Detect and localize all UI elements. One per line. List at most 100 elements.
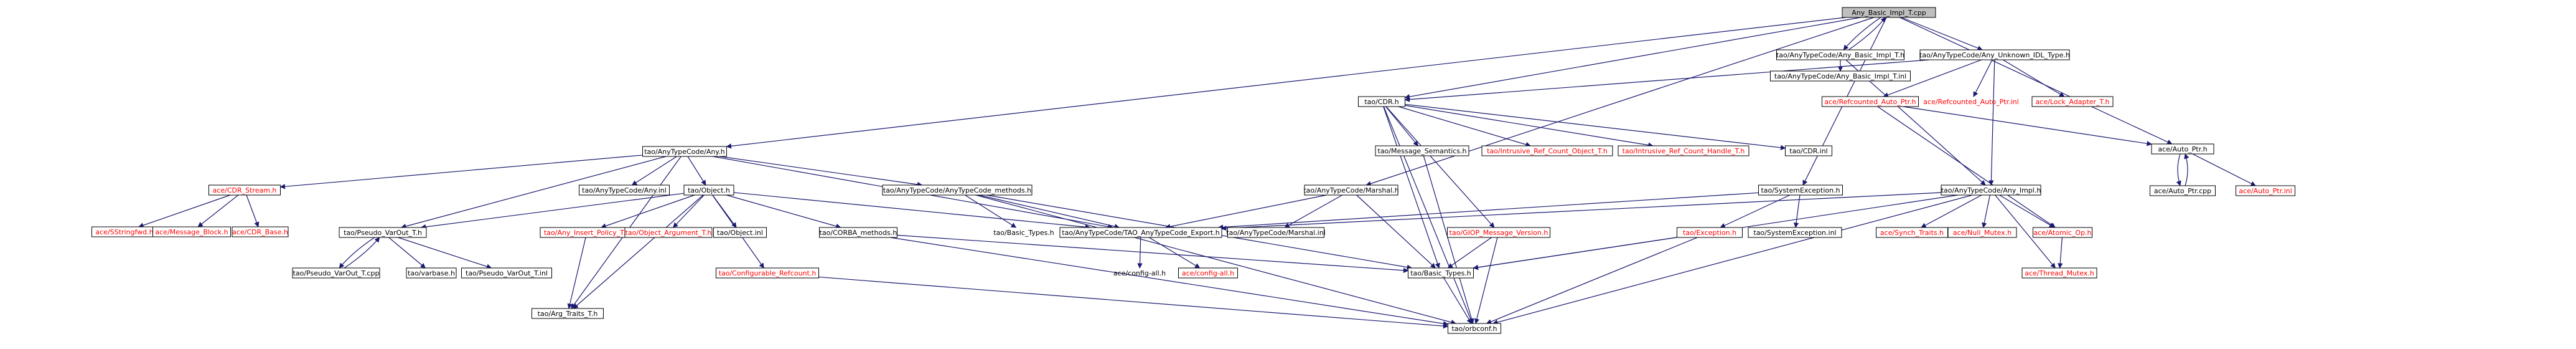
node-pseudo_varout_h[interactable]: tao/Pseudo_VarOut_T.h bbox=[339, 227, 427, 238]
edge-cdr_h-to-message_semantics bbox=[1385, 106, 1418, 146]
node-basic_impl_inl[interactable]: tao/AnyTypeCode/Any_Basic_Impl_T.inl bbox=[1770, 70, 1911, 82]
node-box-basic_types bbox=[1408, 267, 1474, 279]
edge-methods_h-to-typecode_export bbox=[978, 194, 1120, 229]
node-any_impl[interactable]: tao/AnyTypeCode/Any_Impl.h bbox=[1941, 184, 2041, 196]
node-object_inl[interactable]: tao/Object.inl bbox=[713, 227, 767, 238]
node-config_all_red[interactable]: ace/config-all.h bbox=[1178, 267, 1238, 279]
edge-giop_version-to-basic_types bbox=[1447, 237, 1492, 269]
node-corba_methods[interactable]: tao/CORBA_methods.h bbox=[819, 227, 897, 238]
node-basic_types[interactable]: tao/Basic_Types.h bbox=[1408, 267, 1474, 279]
edge-methods_h-to-orbconf bbox=[975, 194, 1456, 325]
edges-layer bbox=[138, 17, 2256, 329]
node-object_argument[interactable]: tao/Object_Argument_T.h bbox=[624, 227, 713, 238]
node-label-object_inl: tao/Object.inl bbox=[717, 229, 763, 237]
edge-cdr_h-to-intrusive_count_handle bbox=[1405, 105, 1654, 148]
edge-cdr_h-to-giop_version bbox=[1385, 106, 1495, 228]
node-label-pseudo_varout_h: tao/Pseudo_VarOut_T.h bbox=[344, 229, 422, 237]
node-arg_traits[interactable]: tao/Arg_Traits_T.h bbox=[532, 308, 604, 319]
edge-any_h-to-object_h bbox=[687, 156, 706, 186]
node-cdr_inl[interactable]: tao/CDR.inl bbox=[1785, 145, 1832, 156]
edge-root-to-unknown_idl bbox=[1901, 17, 1983, 51]
edge-message_semantics-to-orbconf bbox=[1423, 155, 1474, 324]
edge-marshal_h-to-marshal_inl bbox=[1284, 194, 1343, 228]
edge-any_h-to-cdr_stream bbox=[279, 155, 643, 189]
node-box-methods_h bbox=[882, 184, 1033, 196]
node-message_block[interactable]: ace/Message_Block.h bbox=[152, 226, 231, 237]
node-sstringfwd[interactable]: ace/SStringfwd.h bbox=[91, 226, 157, 237]
edge-any_impl-to-null_mutex bbox=[1982, 194, 1990, 228]
node-label-pseudo_varout_cpp: tao/Pseudo_VarOut_T.cpp bbox=[293, 269, 380, 277]
node-system_exception_h[interactable]: tao/SystemException.h bbox=[1758, 184, 1843, 196]
node-cdr_h[interactable]: tao/CDR.h bbox=[1358, 96, 1405, 107]
node-message_semantics[interactable]: tao/Message_Semantics.h bbox=[1375, 145, 1469, 156]
edge-atomic_op-to-thread_mutex bbox=[2058, 237, 2063, 269]
node-synch_traits[interactable]: ace/Synch_Traits.h bbox=[1876, 227, 1948, 238]
node-null_mutex[interactable]: ace/Null_Mutex.h bbox=[1947, 227, 2017, 238]
node-box-cdr_inl bbox=[1785, 145, 1832, 156]
node-box-basic_impl_h bbox=[1776, 49, 1904, 60]
edge-cdr_stream-to-message_block bbox=[197, 194, 239, 227]
node-any_insert_policy[interactable]: tao/Any_Insert_Policy_T.h bbox=[540, 227, 634, 238]
edge-system_exception_h-to-exception_h bbox=[1720, 194, 1791, 228]
edge-pseudo_varout_h-to-pseudo_varout_cpp bbox=[339, 237, 375, 269]
node-varbase[interactable]: tao/varbase.h bbox=[406, 267, 457, 279]
node-label-unknown_idl: tao/AnyTypeCode/Any_Unknown_IDL_Type.h bbox=[1919, 51, 2070, 59]
node-label-typecode_export: tao/AnyTypeCode/TAO_AnyTypeCode_Export.h bbox=[1062, 229, 1219, 237]
node-refcounted_auto_ptr_inl[interactable]: ace/Refcounted_Auto_Ptr.inl bbox=[1923, 98, 2018, 106]
node-auto_ptr_h[interactable]: ace/Auto_Ptr.h bbox=[2151, 143, 2214, 155]
node-lock_adapter[interactable]: ace/Lock_Adapter_T.h bbox=[2031, 96, 2114, 107]
node-any_h[interactable]: tao/AnyTypeCode/Any.h bbox=[642, 146, 727, 157]
edge-typecode_export-to-config_all_plain bbox=[1137, 237, 1143, 269]
node-label-giop_version: tao/GIOP_Message_Version.h bbox=[1450, 229, 1548, 237]
node-box-atomic_op bbox=[2033, 227, 2092, 238]
node-label-basic_types: tao/Basic_Types.h bbox=[1410, 269, 1471, 277]
node-auto_ptr_cpp[interactable]: ace/Auto_Ptr.cpp bbox=[2150, 185, 2216, 196]
node-label-basic_types_plain: tao/Basic_Types.h bbox=[993, 229, 1054, 237]
node-label-thread_mutex: ace/Thread_Mutex.h bbox=[2025, 269, 2094, 277]
node-label-refcounted_auto_ptr_inl: ace/Refcounted_Auto_Ptr.inl bbox=[1923, 98, 2018, 106]
node-box-orbconf bbox=[1448, 323, 1501, 334]
node-thread_mutex[interactable]: ace/Thread_Mutex.h bbox=[2021, 267, 2097, 279]
node-methods_h[interactable]: tao/AnyTypeCode/AnyTypeCode_methods.h bbox=[882, 184, 1033, 196]
node-orbconf[interactable]: tao/orbconf.h bbox=[1448, 323, 1501, 334]
node-pseudo_varout_cpp[interactable]: tao/Pseudo_VarOut_T.cpp bbox=[292, 267, 380, 279]
edge-object_h-to-corba_methods bbox=[726, 194, 841, 229]
node-system_exception_inl[interactable]: tao/SystemException.inl bbox=[1748, 227, 1842, 238]
node-marshal_h[interactable]: tao/AnyTypeCode/Marshal.h bbox=[1303, 184, 1399, 196]
node-object_h[interactable]: tao/Object.h bbox=[683, 184, 734, 196]
node-basic_types_plain[interactable]: tao/Basic_Types.h bbox=[993, 229, 1054, 237]
node-exception_h[interactable]: tao/Exception.h bbox=[1677, 227, 1743, 238]
node-box-object_argument bbox=[624, 227, 713, 238]
node-unknown_idl[interactable]: tao/AnyTypeCode/Any_Unknown_IDL_Type.h bbox=[1919, 49, 2070, 60]
edge-marshal_h-to-typecode_export bbox=[1164, 194, 1327, 229]
node-marshal_inl[interactable]: tao/AnyTypeCode/Marshal.inl bbox=[1226, 227, 1326, 238]
node-label-orbconf: tao/orbconf.h bbox=[1451, 325, 1497, 333]
node-intrusive_count_handle[interactable]: tao/Intrusive_Ref_Count_Handle_T.h bbox=[1618, 145, 1749, 156]
node-intrusive_count_obj[interactable]: tao/Intrusive_Ref_Count_Object_T.h bbox=[1481, 145, 1613, 156]
node-config_all_plain[interactable]: ace/config-all.h bbox=[1113, 269, 1166, 277]
node-atomic_op[interactable]: ace/Atomic_Op.h bbox=[2033, 227, 2092, 238]
node-basic_impl_h[interactable]: tao/AnyTypeCode/Any_Basic_Impl_T.h bbox=[1776, 49, 1904, 60]
node-label-marshal_inl: tao/AnyTypeCode/Marshal.inl bbox=[1226, 229, 1325, 237]
node-cdr_base[interactable]: ace/CDR_Base.h bbox=[232, 226, 289, 237]
node-label-message_semantics: tao/Message_Semantics.h bbox=[1378, 147, 1467, 155]
node-label-refcounted_auto_ptr_h: ace/Refcounted_Auto_Ptr.h bbox=[1824, 98, 1916, 106]
node-pseudo_varout_inl[interactable]: tao/Pseudo_VarOut_T.inl bbox=[461, 267, 552, 279]
node-typecode_export[interactable]: tao/AnyTypeCode/TAO_AnyTypeCode_Export.h bbox=[1059, 227, 1222, 238]
node-giop_version[interactable]: tao/GIOP_Message_Version.h bbox=[1447, 227, 1550, 238]
edge-system_exception_h-to-system_exception_inl bbox=[1793, 194, 1801, 228]
node-label-null_mutex: ace/Null_Mutex.h bbox=[1953, 229, 2012, 237]
node-auto_ptr_inl[interactable]: ace/Auto_Ptr.inl bbox=[2236, 185, 2295, 196]
node-label-system_exception_inl: tao/SystemException.inl bbox=[1753, 229, 1836, 237]
node-label-intrusive_count_obj: tao/Intrusive_Ref_Count_Object_T.h bbox=[1487, 147, 1608, 155]
edge-any_impl-to-atomic_op bbox=[1999, 194, 2055, 228]
edge-corba_methods-to-basic_types bbox=[897, 234, 1409, 274]
node-configurable_refcount[interactable]: tao/Configurable_Refcount.h bbox=[716, 267, 819, 279]
node-box-exception_h bbox=[1677, 227, 1743, 238]
node-refcounted_auto_ptr_h[interactable]: ace/Refcounted_Auto_Ptr.h bbox=[1822, 96, 1919, 107]
node-cdr_stream[interactable]: ace/CDR_Stream.h bbox=[208, 184, 281, 196]
edge-object_h-to-any_insert_policy bbox=[601, 194, 695, 229]
edge-unknown_idl-to-lock_adapter bbox=[2003, 59, 2065, 97]
node-any_inl[interactable]: tao/AnyTypeCode/Any.inl bbox=[579, 184, 670, 196]
